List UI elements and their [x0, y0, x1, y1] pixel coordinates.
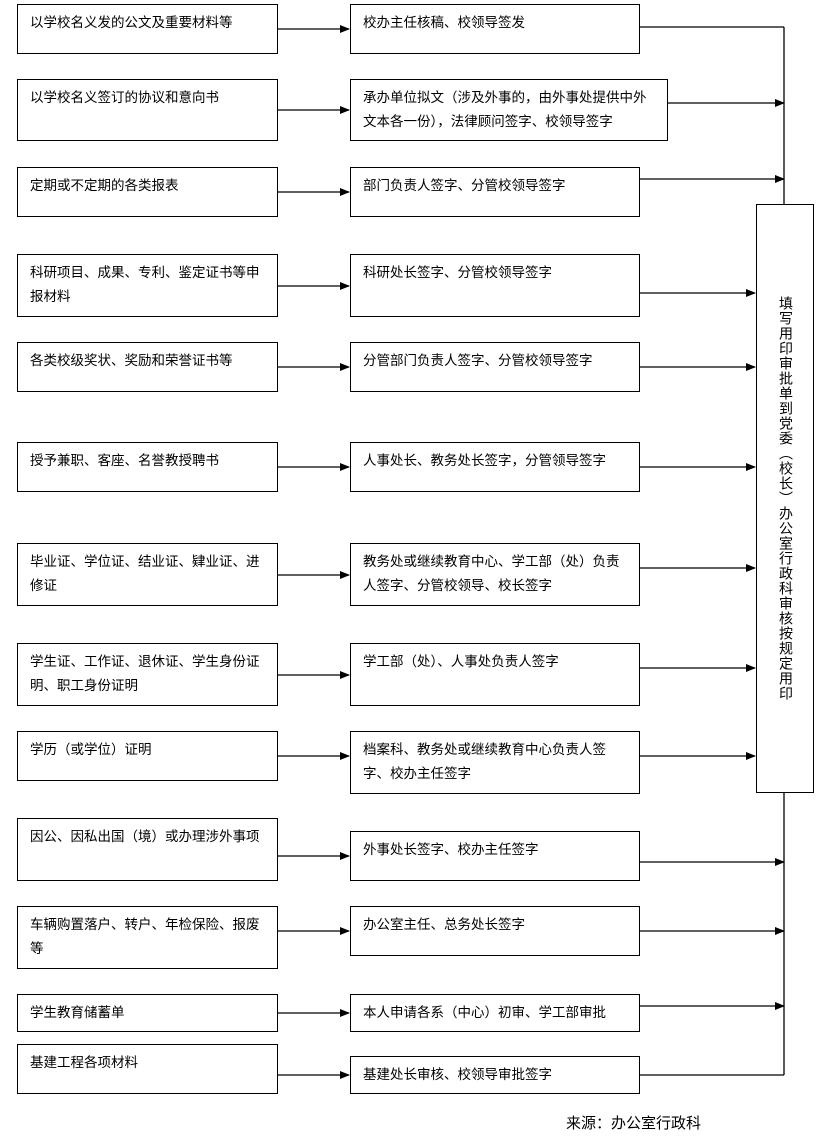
document-type-box: 定期或不定期的各类报表 — [17, 167, 278, 217]
document-type-box: 学生证、工作证、退休证、学生身份证明、职工身份证明 — [17, 643, 278, 706]
approval-step-box: 分管部门负责人签字、分管校领导签字 — [350, 342, 640, 392]
document-type-box: 毕业证、学位证、结业证、肄业证、进修证 — [17, 543, 278, 606]
approval-step-box: 档案科、教务处或继续教育中心负责人签字、校办主任签字 — [350, 731, 640, 794]
document-type-box: 基建工程各项材料 — [17, 1044, 278, 1094]
approval-step-box: 教务处或继续教育中心、学工部（处）负责人签字、分管校领导、校长签字 — [350, 543, 640, 606]
approval-step-box: 科研处长签字、分管校领导签字 — [350, 254, 640, 317]
approval-step-box-text: 基建处长审核、校领导审批签字 — [363, 1067, 552, 1083]
document-type-box: 因公、因私出国（境）或办理涉外事项 — [17, 818, 278, 881]
approval-step-box: 外事处长签字、校办主任签字 — [350, 831, 640, 881]
final-step-box: 填写用印审批单到党委（校长）办公室行政科审核按规定用印 — [756, 204, 814, 793]
document-type-box-text: 学生证、工作证、退休证、学生身份证明、职工身份证明 — [30, 654, 260, 694]
approval-step-box-text: 校办主任核稿、校领导签发 — [363, 15, 525, 31]
approval-step-box-text: 外事处长签字、校办主任签字 — [363, 842, 539, 858]
approval-step-box-text: 学工部（处）、人事处负责人签字 — [363, 654, 559, 670]
approval-step-box-text: 承办单位拟文（涉及外事的，由外事处提供中外文本各一份），法律顾问签字、校领导签字 — [363, 90, 647, 130]
document-type-box-text: 科研项目、成果、专利、鉴定证书等申报材料 — [30, 265, 260, 305]
approval-step-box: 办公室主任、总务处长签字 — [350, 906, 640, 956]
document-type-box: 科研项目、成果、专利、鉴定证书等申报材料 — [17, 254, 278, 317]
approval-step-box-text: 本人申请各系（中心）初审、学工部审批 — [363, 1005, 606, 1021]
approval-step-box-text: 办公室主任、总务处长签字 — [363, 917, 525, 933]
approval-step-box-text: 分管部门负责人签字、分管校领导签字 — [363, 353, 593, 369]
document-type-box: 车辆购置落户、转户、年检保险、报废等 — [17, 906, 278, 969]
document-type-box-text: 学生教育储蓄单 — [30, 1005, 125, 1021]
document-type-box-text: 授予兼职、客座、名誉教授聘书 — [30, 453, 219, 469]
approval-step-box: 校办主任核稿、校领导签发 — [350, 4, 640, 54]
document-type-box: 授予兼职、客座、名誉教授聘书 — [17, 442, 278, 492]
document-type-box: 学生教育储蓄单 — [17, 994, 278, 1032]
approval-step-box: 学工部（处）、人事处负责人签字 — [350, 643, 640, 706]
final-step-text: 填写用印审批单到党委（校长）办公室行政科审核按规定用印 — [777, 296, 793, 701]
document-type-box-text: 以学校名义发的公文及重要材料等 — [30, 15, 233, 31]
approval-step-box: 基建处长审核、校领导审批签字 — [350, 1056, 640, 1094]
approval-step-box: 本人申请各系（中心）初审、学工部审批 — [350, 994, 640, 1032]
document-type-box: 各类校级奖状、奖励和荣誉证书等 — [17, 342, 278, 392]
document-type-box-text: 学历（或学位）证明 — [30, 742, 152, 758]
document-type-box-text: 以学校名义签订的协议和意向书 — [30, 90, 219, 106]
document-type-box: 学历（或学位）证明 — [17, 731, 278, 781]
approval-step-box: 部门负责人签字、分管校领导签字 — [350, 167, 640, 217]
approval-step-box-text: 档案科、教务处或继续教育中心负责人签字、校办主任签字 — [363, 742, 606, 782]
approval-step-box-text: 人事处长、教务处长签字，分管领导签字 — [363, 453, 606, 469]
approval-step-box: 承办单位拟文（涉及外事的，由外事处提供中外文本各一份），法律顾问签字、校领导签字 — [350, 79, 668, 141]
approval-step-box-text: 科研处长签字、分管校领导签字 — [363, 265, 552, 281]
document-type-box-text: 基建工程各项材料 — [30, 1055, 138, 1071]
document-type-box: 以学校名义签订的协议和意向书 — [17, 79, 278, 141]
document-type-box-text: 车辆购置落户、转户、年检保险、报废等 — [30, 917, 260, 957]
document-type-box: 以学校名义发的公文及重要材料等 — [17, 4, 278, 54]
approval-step-box-text: 部门负责人签字、分管校领导签字 — [363, 178, 566, 194]
source-note: 来源：办公室行政科 — [566, 1114, 702, 1132]
document-type-box-text: 因公、因私出国（境）或办理涉外事项 — [30, 829, 260, 845]
approval-step-box-text: 教务处或继续教育中心、学工部（处）负责人签字、分管校领导、校长签字 — [363, 554, 620, 594]
document-type-box-text: 毕业证、学位证、结业证、肄业证、进修证 — [30, 554, 260, 594]
approval-step-box: 人事处长、教务处长签字，分管领导签字 — [350, 442, 640, 492]
document-type-box-text: 各类校级奖状、奖励和荣誉证书等 — [30, 353, 233, 369]
document-type-box-text: 定期或不定期的各类报表 — [30, 178, 179, 194]
